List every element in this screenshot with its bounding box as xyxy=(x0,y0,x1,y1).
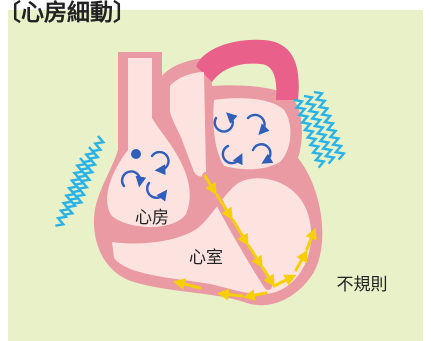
pulmonary-trunk-lumen xyxy=(170,72,206,177)
conduction-arrow-icon xyxy=(305,227,317,251)
conduction-arrow-icon xyxy=(272,274,297,288)
conduction-arrow-icon xyxy=(231,218,249,247)
irregular-label: 不規則 xyxy=(337,275,388,295)
right-atrium-chamber xyxy=(107,58,190,228)
ventricle-label: 心室 xyxy=(189,248,223,268)
swirl-arrow-icon xyxy=(150,150,170,176)
figure-title: 〔心房細動〕 xyxy=(0,0,136,26)
swirl-arrow-icon xyxy=(251,143,274,164)
swirl-arrow-icon xyxy=(221,144,243,166)
conduction-arrow-icon xyxy=(173,278,202,290)
atrium-label: 心房 xyxy=(135,208,169,228)
atrial-impulse-dot xyxy=(131,149,141,159)
aortic-arch xyxy=(196,39,299,100)
conduction-arrow-icon xyxy=(247,244,263,269)
conduction-arrow-icon xyxy=(261,266,275,288)
conduction-arrow-icon xyxy=(294,249,308,272)
swirl-arrow-icon xyxy=(146,181,168,202)
conduction-arrow-icon xyxy=(215,193,233,221)
swirl-arrow-icon xyxy=(120,170,147,188)
swirl-arrow-icon xyxy=(246,113,270,135)
conduction-arrow-icon xyxy=(216,288,244,301)
conduction-arrow-icon xyxy=(203,174,217,196)
conduction-arrow-icon xyxy=(242,289,268,302)
swirl-arrow-icon xyxy=(213,112,238,133)
